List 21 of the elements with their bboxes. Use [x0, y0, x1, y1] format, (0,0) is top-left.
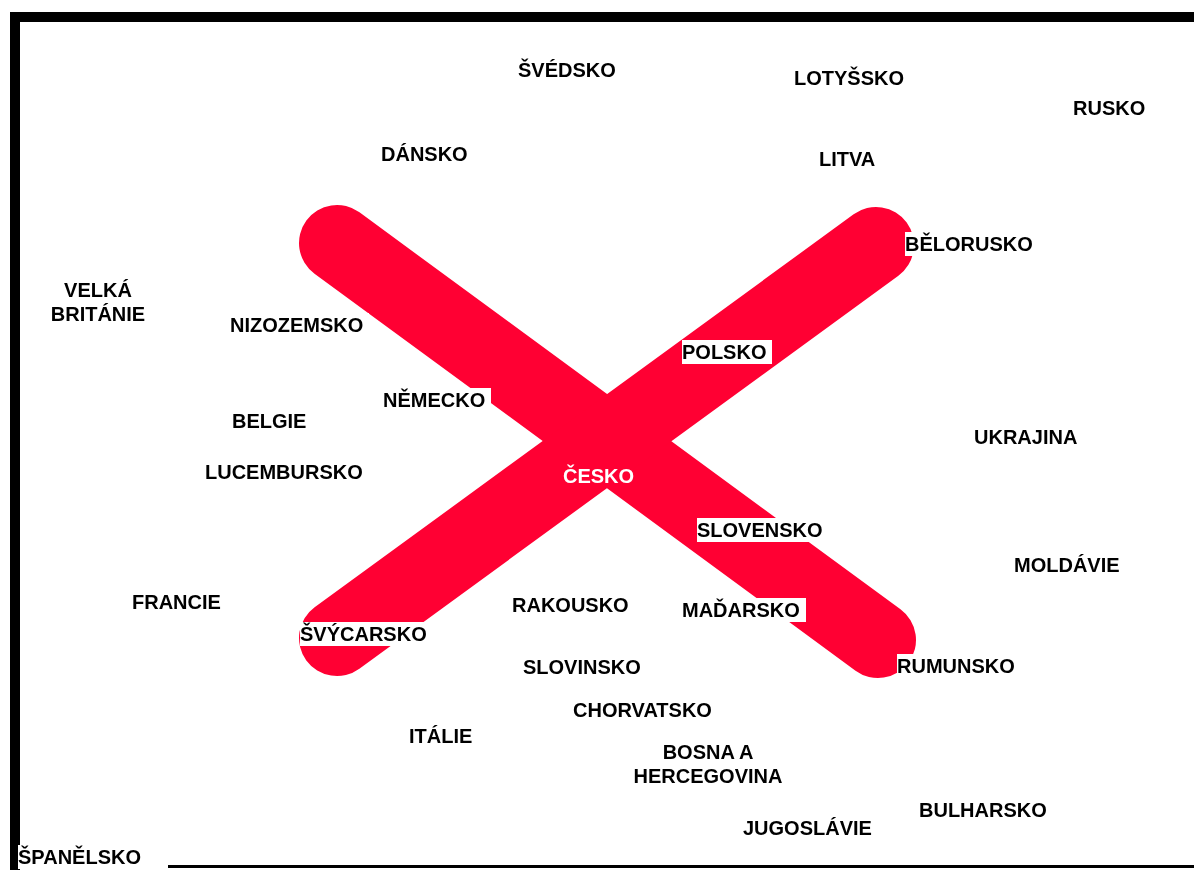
country-label: LITVA [819, 147, 876, 171]
country-label: ČESKO [563, 464, 635, 488]
country-label: FRANCIE [132, 590, 221, 614]
country-label: MAĎARSKO [682, 598, 806, 622]
country-label: MOLDÁVIE [1014, 553, 1120, 577]
country-label: SLOVINSKO [523, 655, 641, 679]
country-label: POLSKO [682, 340, 773, 364]
country-label: CHORVATSKO [573, 698, 712, 722]
country-label: VELKÁ BRITÁNIE [49, 278, 147, 326]
country-label: DÁNSKO [381, 142, 468, 166]
country-label: LOTYŠSKO [794, 66, 904, 90]
country-label: RUSKO [1073, 96, 1146, 120]
country-label: BULHARSKO [919, 798, 1047, 822]
country-label: ŠVÉDSKO [518, 58, 616, 82]
country-label: JUGOSLÁVIE [743, 816, 872, 840]
country-label: UKRAJINA [974, 425, 1078, 449]
country-label: ITÁLIE [409, 724, 473, 748]
country-label: RAKOUSKO [512, 593, 629, 617]
country-label: LUCEMBURSKO [205, 460, 363, 484]
country-label: BOSNA A HERCEGOVINA [632, 740, 784, 788]
country-label: BELGIE [232, 409, 307, 433]
